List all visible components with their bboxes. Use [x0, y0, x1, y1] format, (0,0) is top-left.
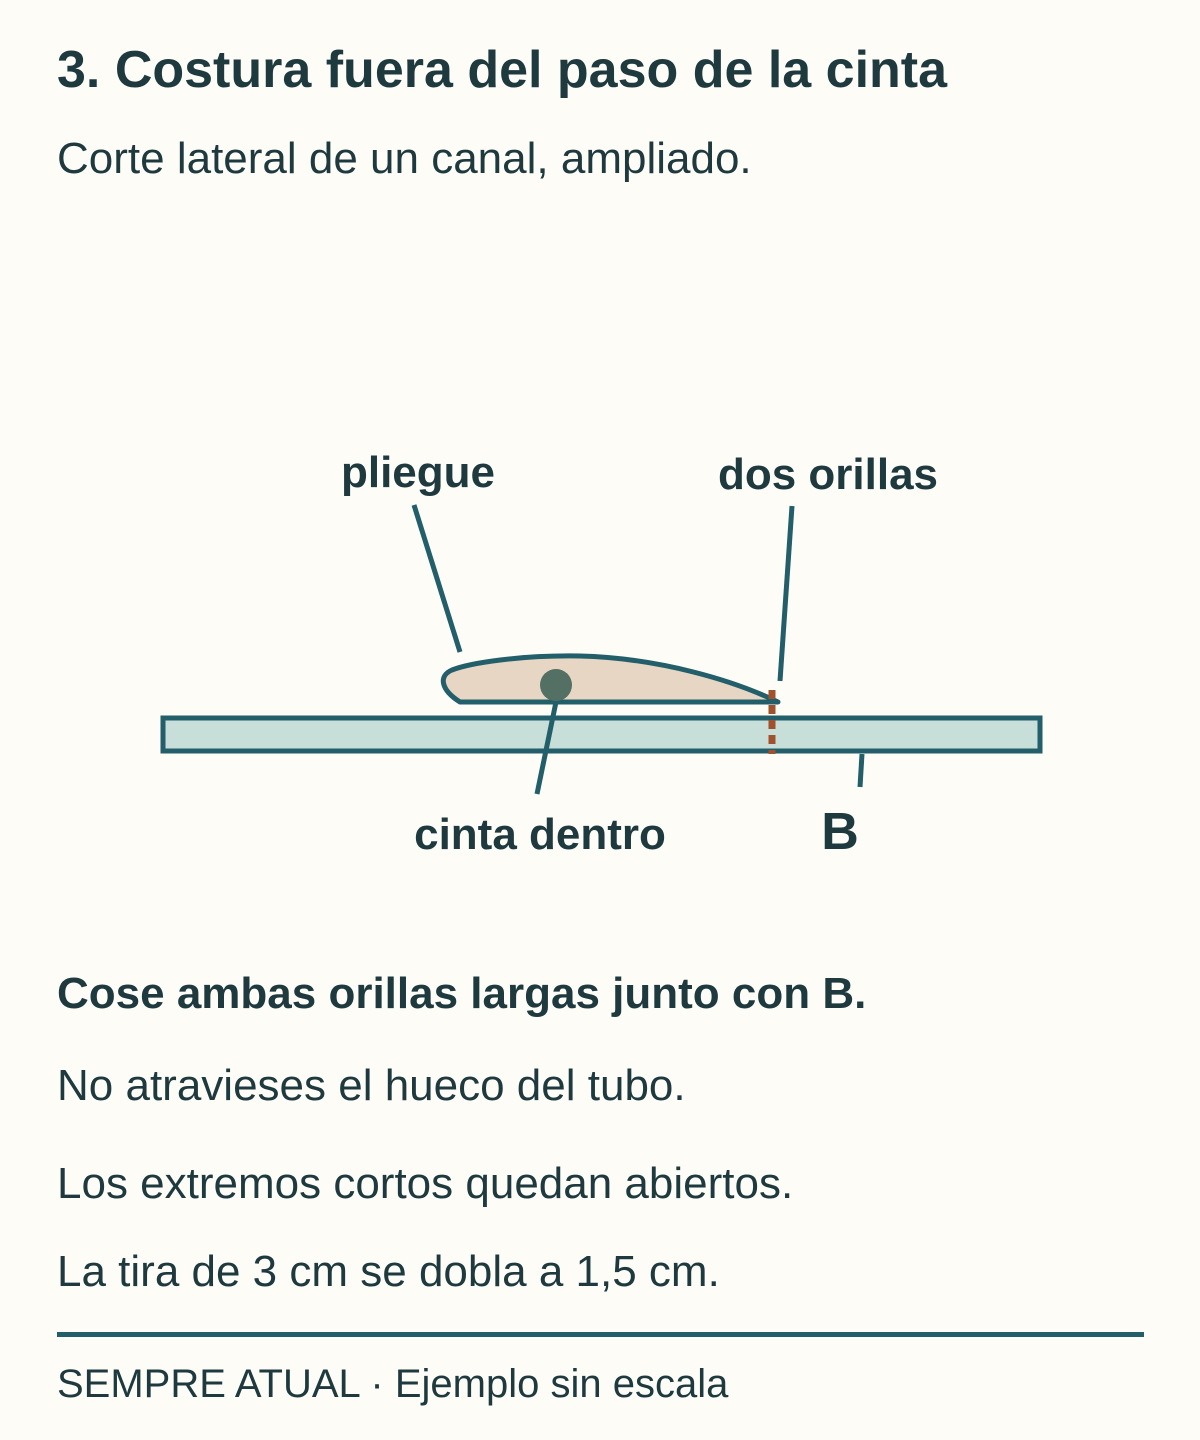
- label-tape: cinta dentro: [414, 810, 666, 859]
- label-edges: dos orillas: [718, 450, 938, 499]
- page-subtitle: Corte lateral de un canal, ampliado.: [57, 134, 752, 183]
- leader-base: [857, 753, 865, 788]
- leader-tape: [534, 701, 559, 795]
- label-fold: pliegue: [341, 448, 495, 497]
- leader-edges: [777, 505, 795, 682]
- leader-fold: [411, 504, 463, 653]
- instruction-line-2: Los extremos cortos quedan abiertos.: [57, 1159, 794, 1208]
- channel-cross-section-diagram: pliegue dos orillas cinta dentro B: [160, 448, 1043, 861]
- instruction-main: Cose ambas orillas largas junto con B.: [57, 969, 867, 1018]
- tape-dot: [540, 669, 572, 701]
- label-base: B: [821, 803, 859, 861]
- instruction-line-1: No atravieses el hueco del tubo.: [57, 1061, 686, 1110]
- fold-shape: [440, 653, 781, 705]
- instruction-line-3: La tira de 3 cm se dobla a 1,5 cm.: [57, 1247, 720, 1296]
- footer-divider: [57, 1332, 1144, 1337]
- base-strip: [160, 715, 1043, 754]
- page-title: 3. Costura fuera del paso de la cinta: [57, 41, 948, 99]
- footer-text: SEMPRE ATUAL · Ejemplo sin escala: [57, 1362, 729, 1406]
